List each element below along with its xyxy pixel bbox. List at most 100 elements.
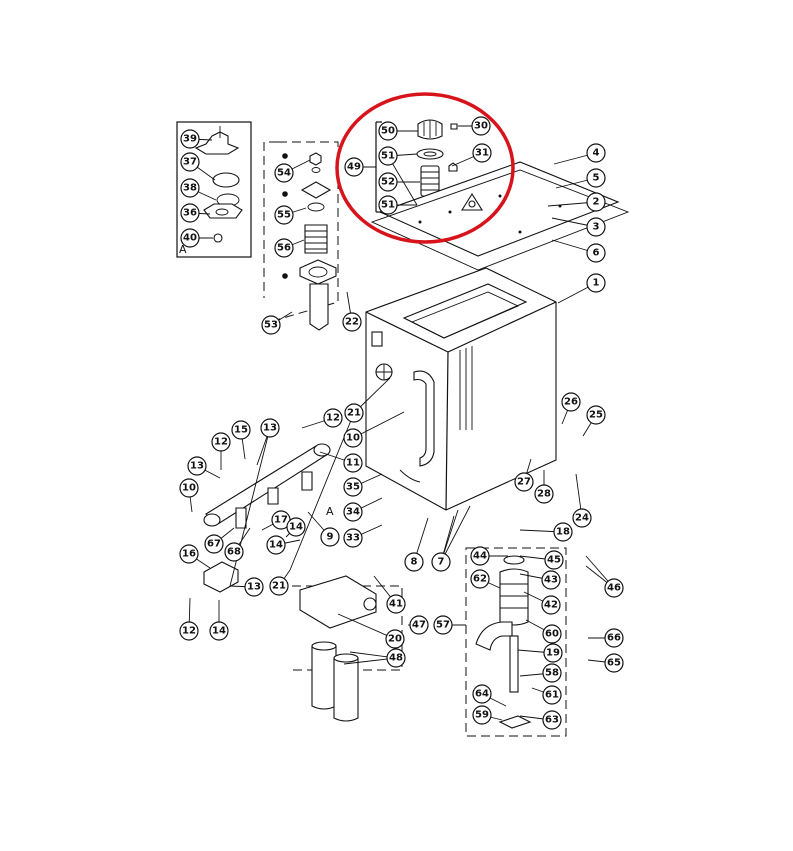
svg-text:67: 67 bbox=[207, 539, 221, 550]
svg-text:36: 36 bbox=[183, 208, 197, 219]
svg-text:25: 25 bbox=[589, 410, 603, 421]
view-letter-a-manifold: A bbox=[326, 505, 334, 518]
svg-text:46: 46 bbox=[607, 583, 621, 594]
svg-text:35: 35 bbox=[346, 482, 360, 493]
svg-text:2: 2 bbox=[593, 197, 600, 208]
callout-layer: 1234567891011121314151617181920212224252… bbox=[179, 116, 624, 730]
svg-text:50: 50 bbox=[381, 126, 395, 137]
callout-55: 55 bbox=[274, 205, 307, 225]
dashed-group-53 bbox=[263, 141, 339, 331]
callout-47: 47 bbox=[408, 615, 429, 635]
svg-text:60: 60 bbox=[545, 629, 559, 640]
svg-text:12: 12 bbox=[182, 626, 196, 637]
callout-42: 42 bbox=[523, 591, 561, 615]
callout-58: 58 bbox=[519, 663, 562, 683]
svg-text:51: 51 bbox=[381, 200, 395, 211]
svg-text:15: 15 bbox=[234, 425, 248, 436]
svg-text:12: 12 bbox=[326, 413, 340, 424]
callout-40: 40 bbox=[180, 228, 213, 248]
svg-text:52: 52 bbox=[381, 177, 395, 188]
svg-text:63: 63 bbox=[545, 715, 559, 726]
svg-text:27: 27 bbox=[517, 477, 531, 488]
svg-text:51: 51 bbox=[381, 151, 395, 162]
callout-57: 57 bbox=[433, 615, 466, 635]
callout-30: 30 bbox=[458, 116, 491, 136]
svg-text:16: 16 bbox=[182, 549, 196, 560]
svg-text:21: 21 bbox=[347, 408, 361, 419]
callout-33: 33 bbox=[343, 524, 383, 548]
callout-10: 10 bbox=[343, 411, 405, 448]
callout-20: 20 bbox=[337, 613, 405, 649]
callout-60: 60 bbox=[525, 619, 562, 644]
callout-54: 54 bbox=[274, 159, 311, 183]
callout-45: 45 bbox=[519, 550, 564, 570]
leader-21 bbox=[289, 412, 355, 571]
svg-text:13: 13 bbox=[190, 461, 204, 472]
callout-10-3: 10 bbox=[179, 478, 199, 513]
svg-text:59: 59 bbox=[475, 710, 489, 721]
svg-text:18: 18 bbox=[556, 527, 570, 538]
svg-text:37: 37 bbox=[183, 157, 197, 168]
callout-22: 22 bbox=[342, 291, 362, 332]
view-letter-a-inset: A bbox=[179, 243, 187, 256]
svg-text:5: 5 bbox=[593, 173, 600, 184]
svg-text:55: 55 bbox=[277, 210, 291, 221]
svg-text:4: 4 bbox=[593, 148, 600, 159]
svg-text:65: 65 bbox=[607, 658, 621, 669]
callout-14-9: 14 bbox=[285, 517, 306, 538]
callout-50: 50 bbox=[378, 121, 418, 141]
callout-65: 65 bbox=[587, 653, 624, 673]
callout-66: 66 bbox=[588, 628, 624, 648]
callout-17: 17 bbox=[261, 510, 291, 531]
svg-text:47: 47 bbox=[412, 620, 426, 631]
callout-4: 4 bbox=[553, 143, 606, 165]
callout-15: 15 bbox=[231, 420, 251, 460]
svg-text:21: 21 bbox=[272, 581, 286, 592]
callout-31: 31 bbox=[451, 143, 492, 167]
callout-41: 41 bbox=[373, 575, 406, 614]
callout-36: 36 bbox=[180, 203, 211, 223]
callout-16: 16 bbox=[179, 544, 211, 569]
callout-12-4: 12 bbox=[179, 597, 199, 641]
svg-text:42: 42 bbox=[544, 600, 558, 611]
callout-13-2: 13 bbox=[187, 456, 221, 479]
svg-text:17: 17 bbox=[274, 515, 288, 526]
svg-text:12: 12 bbox=[214, 437, 228, 448]
svg-text:33: 33 bbox=[346, 533, 360, 544]
svg-text:28: 28 bbox=[537, 489, 551, 500]
svg-text:9: 9 bbox=[327, 532, 334, 543]
svg-text:56: 56 bbox=[277, 243, 291, 254]
callout-37: 37 bbox=[180, 152, 216, 181]
callout-26: 26 bbox=[561, 392, 581, 425]
callout-27: 27 bbox=[514, 458, 534, 492]
svg-text:13: 13 bbox=[263, 423, 277, 434]
callout-56: 56 bbox=[274, 238, 305, 258]
callout-7: 7 bbox=[431, 515, 455, 572]
callout-67: 67 bbox=[204, 527, 235, 554]
svg-text:1: 1 bbox=[593, 278, 600, 289]
svg-text:58: 58 bbox=[545, 668, 559, 679]
callout-51: 51 bbox=[378, 146, 418, 166]
callout-25: 25 bbox=[582, 405, 606, 437]
callout-11: 11 bbox=[319, 451, 363, 473]
callout-61: 61 bbox=[531, 685, 562, 705]
svg-text:34: 34 bbox=[346, 507, 360, 518]
callout-44: 44 bbox=[470, 546, 508, 566]
svg-text:66: 66 bbox=[607, 633, 621, 644]
svg-text:31: 31 bbox=[475, 148, 489, 159]
callout-48: 48 bbox=[349, 648, 406, 668]
callout-53: 53 bbox=[261, 311, 293, 335]
svg-text:64: 64 bbox=[475, 689, 489, 700]
svg-text:40: 40 bbox=[183, 233, 197, 244]
svg-text:53: 53 bbox=[264, 320, 278, 331]
callout-34: 34 bbox=[343, 497, 383, 522]
callout-28: 28 bbox=[534, 470, 554, 504]
callout-21-7: 21 bbox=[269, 569, 291, 596]
svg-text:68: 68 bbox=[227, 547, 241, 558]
svg-text:11: 11 bbox=[346, 458, 360, 469]
svg-text:54: 54 bbox=[277, 168, 291, 179]
callout-18: 18 bbox=[519, 522, 573, 542]
callout-43: 43 bbox=[519, 570, 561, 590]
svg-text:10: 10 bbox=[182, 483, 196, 494]
